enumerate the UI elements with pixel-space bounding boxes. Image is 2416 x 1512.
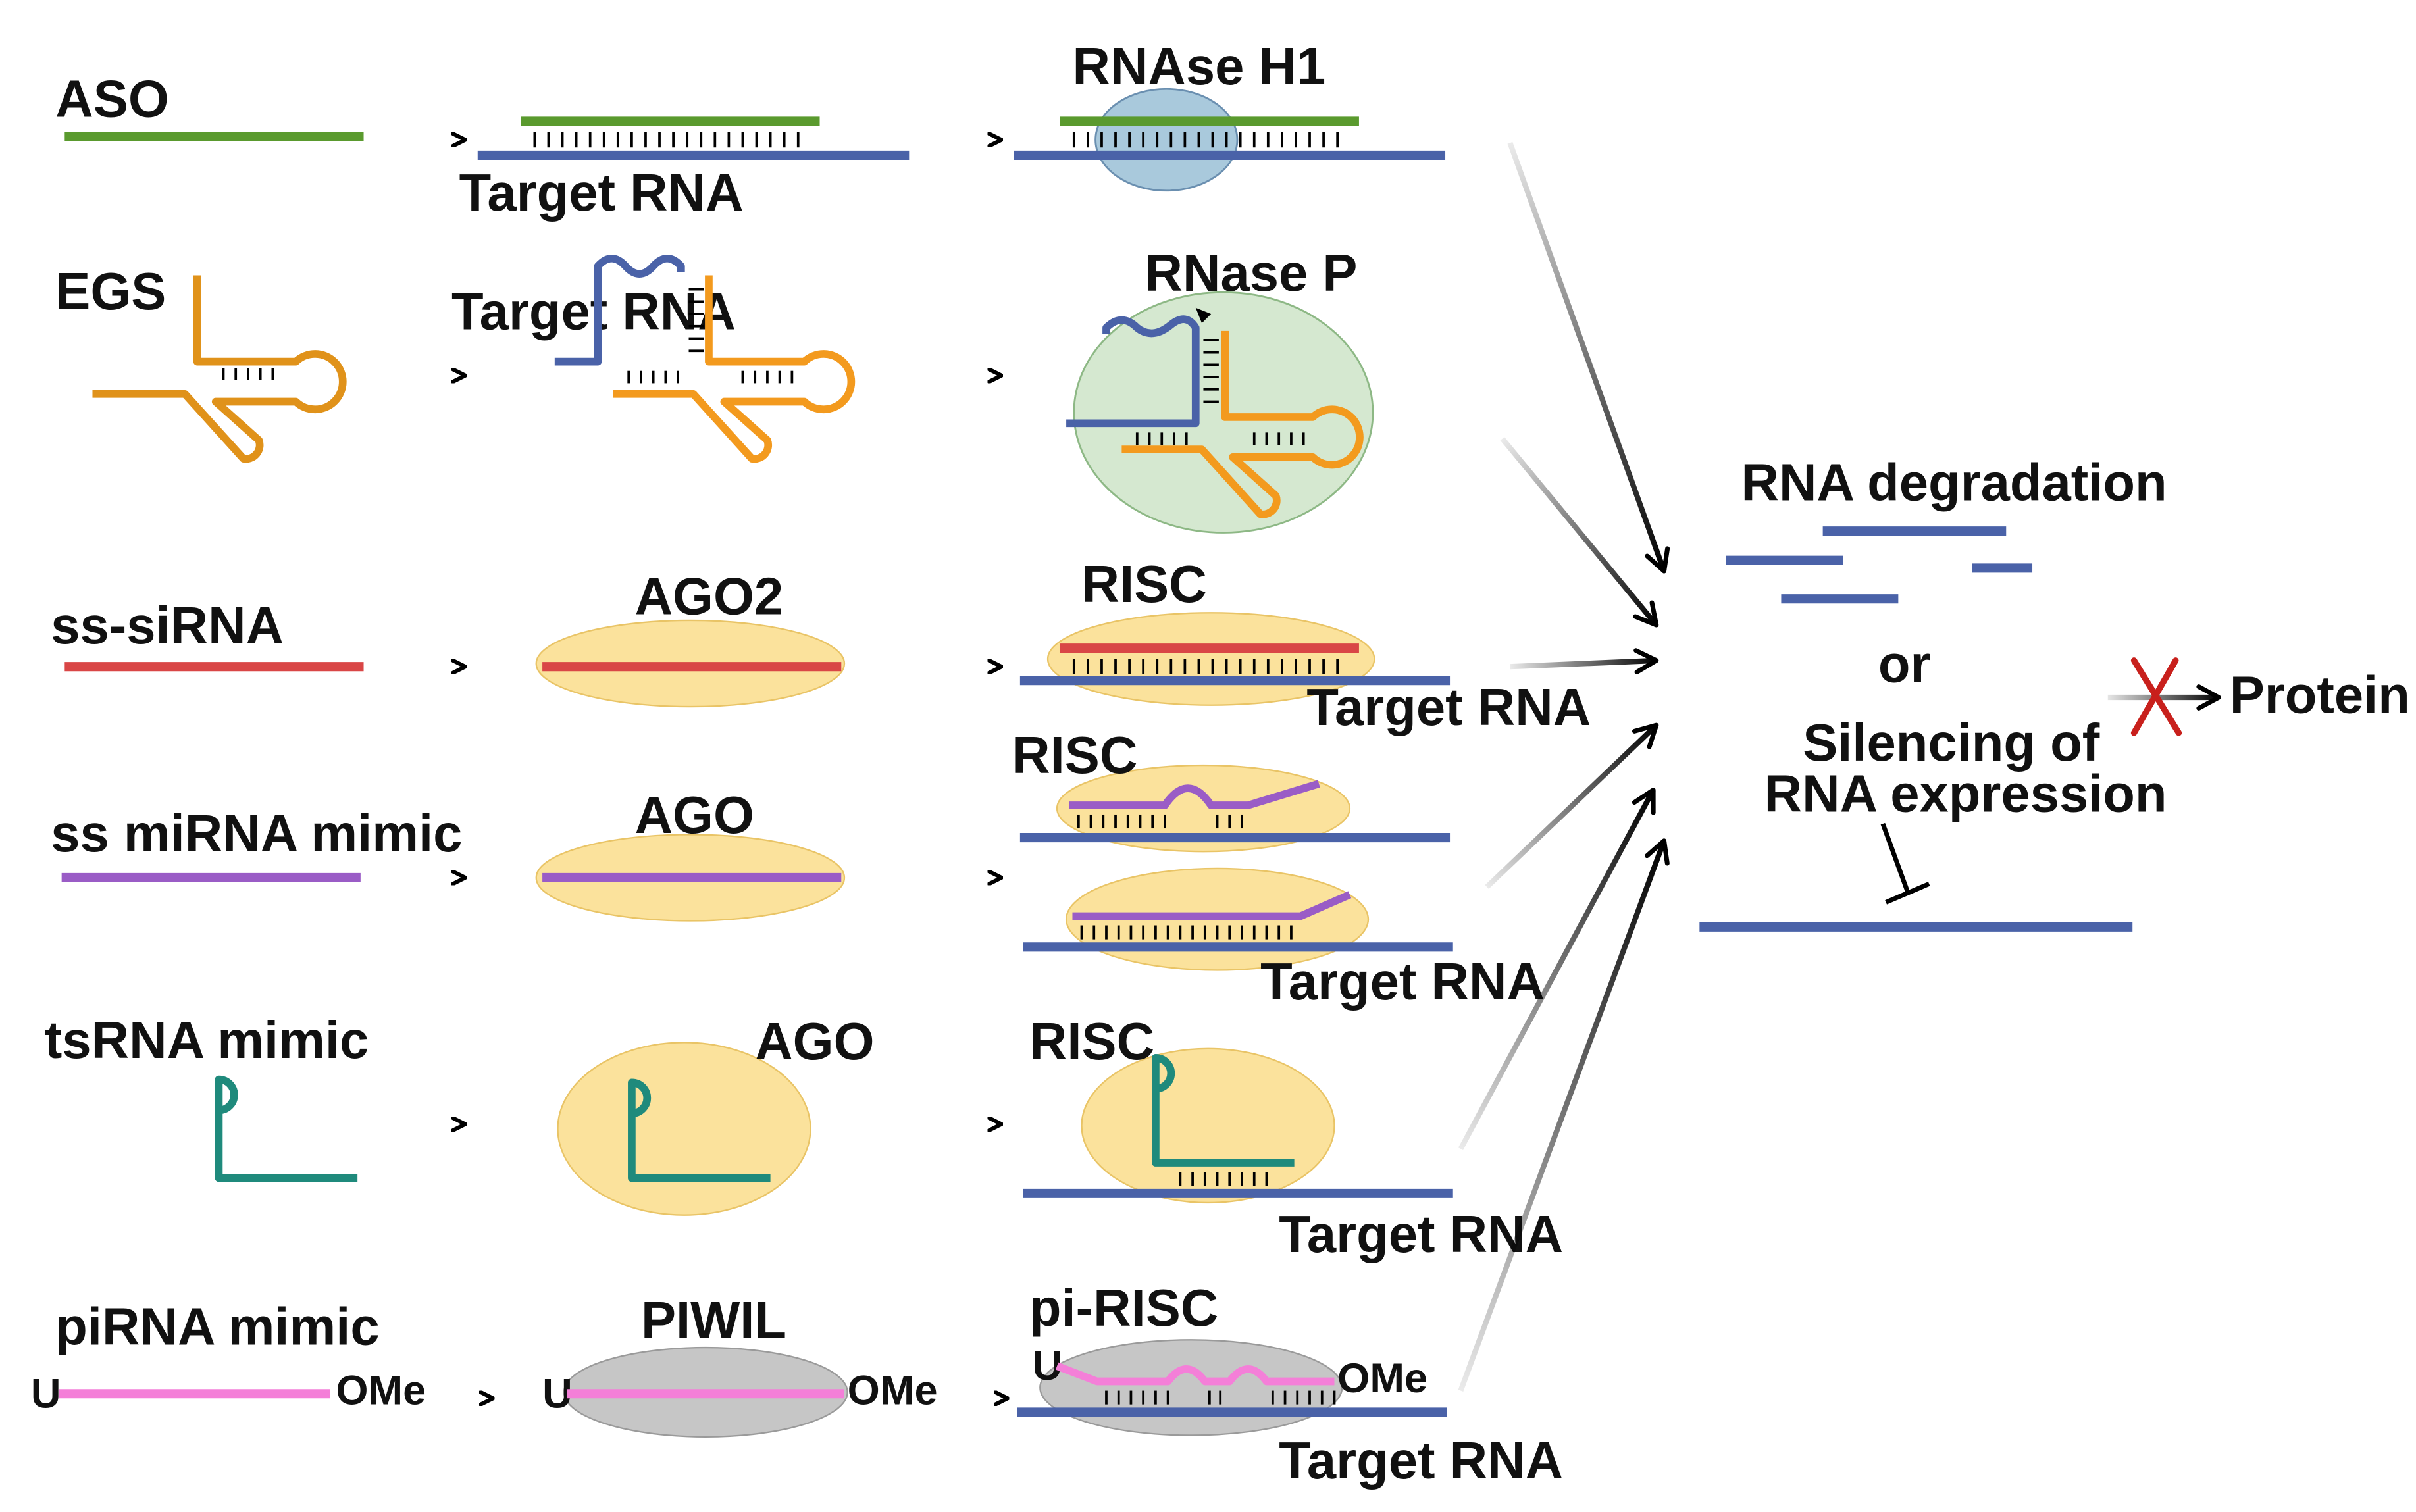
pi-risc-complex — [1039, 1339, 1343, 1436]
risc-label-mirna: RISC — [1012, 726, 1137, 784]
arrow-sirna-to-outcome — [1510, 648, 1659, 675]
arrow-aso-to-outcome — [1507, 141, 1670, 574]
mirna-partial-pairs — [1077, 814, 1243, 829]
ago-complex-tsrna — [557, 1042, 811, 1216]
tsrna-target-label: Target RNA — [1279, 1205, 1563, 1263]
cleavage-site-icon — [1195, 307, 1212, 324]
ss-sirna-target-label: Target RNA — [1306, 678, 1591, 736]
row-aso: ASO Target RNA RNAse H1 — [55, 37, 1446, 222]
ago2-label: AGO2 — [635, 567, 784, 626]
arrow-pirna-to-outcome — [1458, 838, 1670, 1392]
pi-risc-3prime-label: OMe — [1337, 1355, 1427, 1401]
row-ss-mirna: ss miRNA mimic AGO RISC Target RN — [51, 726, 1545, 1011]
egs-strand — [92, 275, 347, 463]
pirna-label: piRNA mimic — [55, 1297, 379, 1355]
degraded-rna-fragments — [1726, 526, 2033, 604]
risc-label-tsrna: RISC — [1029, 1012, 1154, 1071]
pirna-5prime-label: U — [31, 1371, 61, 1417]
risc-mirna-strand-1 — [1069, 780, 1320, 809]
egs-complex-pairs — [627, 288, 794, 384]
egs-complex-strand — [613, 275, 856, 463]
tsrna-label: tsRNA mimic — [45, 1011, 369, 1069]
pi-risc-strand — [1055, 1362, 1335, 1386]
risc-mirna-strand-2 — [1072, 891, 1352, 920]
ss-sirna-pairs — [1072, 659, 1339, 674]
ago-label-mirna: AGO — [635, 786, 754, 844]
rna-degradation-label: RNA degradation — [1741, 453, 2167, 511]
piwil-3prime-label: OMe — [848, 1368, 938, 1414]
arrow-tsrna-to-outcome — [1458, 787, 1656, 1150]
risc-complex-tsrna — [1081, 1047, 1335, 1204]
inhibition-line — [1880, 822, 1910, 893]
row-pirna: piRNA mimic U OMe U OMe PIWIL U OMe pi-R… — [31, 1278, 1563, 1490]
converging-arrows — [1458, 141, 1670, 1392]
silencing-label-line2: RNA expression — [1764, 764, 2167, 822]
ago-label-tsrna: AGO — [755, 1012, 874, 1071]
arrow-mirna-to-outcome — [1485, 722, 1659, 889]
risc-complex-mirna-1 — [1056, 764, 1351, 853]
rnase-p-label: RNase P — [1145, 243, 1358, 302]
egs-target-label: Target RNA — [451, 282, 736, 340]
ss-mirna-label: ss miRNA mimic — [51, 804, 462, 863]
rnase-h1-enzyme — [1094, 88, 1239, 192]
rnase-p-egs-strand — [1121, 330, 1364, 518]
pi-risc-label: pi-RISC — [1029, 1278, 1218, 1337]
protein-label: Protein — [2230, 665, 2410, 724]
ss-mirna-target-label: Target RNA — [1260, 952, 1545, 1011]
pirna-pairs — [1105, 1390, 1336, 1405]
egs-label: EGS — [55, 262, 166, 320]
piwil-label: PIWIL — [641, 1291, 786, 1349]
or-label: or — [1878, 635, 1931, 693]
tsrna-strand — [215, 1075, 358, 1182]
risc-tsrna-strand — [1152, 1054, 1295, 1167]
aso-base-pairs — [533, 132, 800, 148]
blocked-cross-icon — [2130, 657, 2182, 736]
rnase-p-target-strand — [1066, 315, 1200, 428]
row-ss-sirna: ss-siRNA AGO2 RISC Target RNA — [51, 555, 1591, 736]
outcome-panel: RNA degradation or Silencing of RNA expr… — [1699, 453, 2410, 932]
arrow-egs-to-outcome — [1500, 437, 1659, 628]
egs-target-strand — [554, 254, 685, 366]
aso-cleavage-base-pairs — [1072, 132, 1339, 148]
egs-stem-pairs — [222, 368, 274, 380]
aso-target-label: Target RNA — [459, 163, 744, 222]
inhibition-bar — [1885, 882, 1930, 905]
row-tsrna: tsRNA mimic AGO RISC Target RNA — [45, 1011, 1563, 1263]
pirna-target-label: Target RNA — [1279, 1431, 1563, 1490]
rnase-h1-label: RNAse H1 — [1072, 37, 1325, 95]
risc-label-sirna: RISC — [1082, 555, 1207, 613]
rnase-p-pairs — [1135, 339, 1305, 445]
row-egs: EGS Target RNA RNase P — [55, 243, 1374, 534]
pirna-3prime-label: OMe — [336, 1368, 426, 1414]
ago-loaded-tsrna — [628, 1078, 771, 1182]
ss-sirna-label: ss-siRNA — [51, 596, 284, 655]
silencing-label-line1: Silencing of — [1803, 713, 2100, 772]
tsrna-pairs — [1179, 1172, 1268, 1186]
mirna-full-pairs — [1080, 925, 1293, 940]
aso-label: ASO — [55, 69, 168, 128]
